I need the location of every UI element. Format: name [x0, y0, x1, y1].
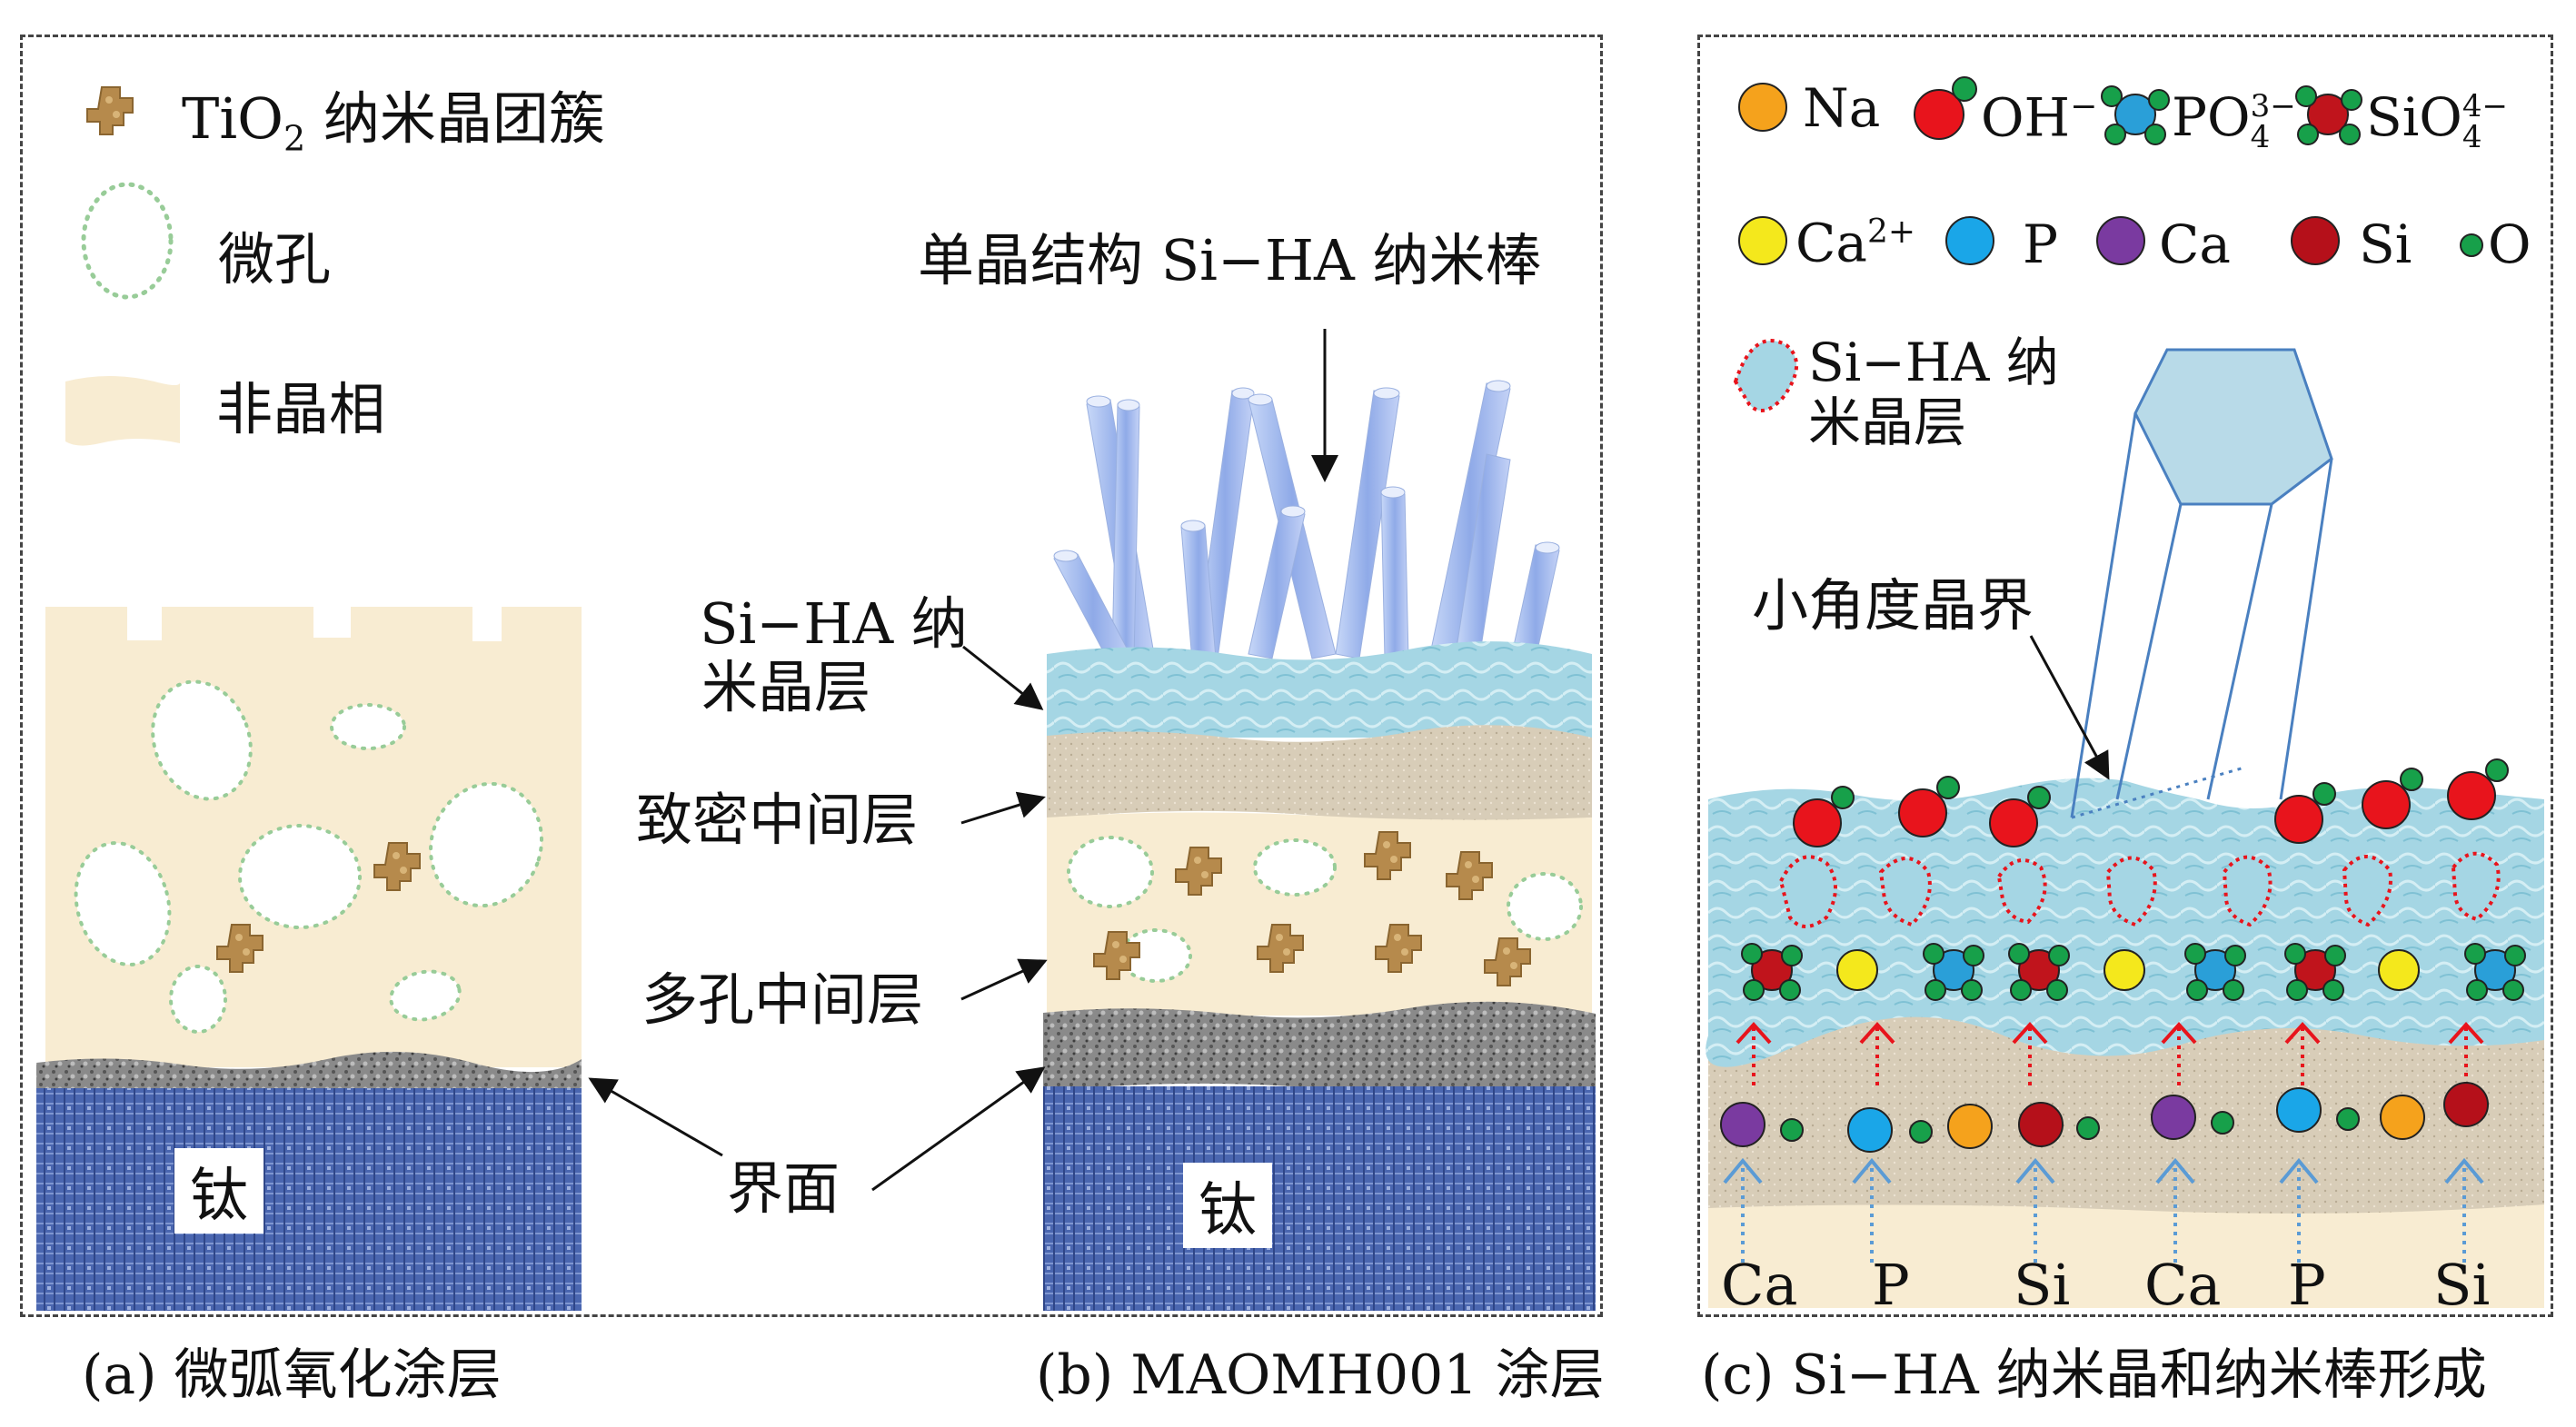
panel-b-dense-layer [1047, 725, 1592, 822]
panel-b-rod-caps [1053, 380, 1560, 562]
tio2-legend-text: 纳米晶团簇 [305, 85, 605, 152]
hexagon-crystal [2070, 348, 2333, 819]
bottom-label-ca-1: Ca [1721, 1252, 1798, 1318]
na-legend-icon [1738, 83, 1787, 132]
oh-superscript: − [2070, 88, 2098, 125]
bottom-label-ca-2: Ca [2144, 1252, 2222, 1318]
tio2-subscript: 2 [283, 118, 306, 159]
nanolayer-arrow [962, 645, 1044, 710]
panel-c-caption: (c) Si−HA 纳米晶和纳米棒形成 [1701, 1343, 2487, 1407]
dense-layer-label: 致密中间层 [636, 787, 919, 853]
oh-legend-label: OH− [1981, 91, 2097, 144]
panel-b-caption: (b) MAOMH001 涂层 [1036, 1343, 1605, 1407]
interface-arrow-left [588, 1077, 723, 1157]
interface-label: 界面 [727, 1155, 840, 1222]
o-legend-icon [2460, 233, 2483, 257]
po4-legend-icon [2101, 85, 2170, 145]
nanolayer-ion-row [1741, 943, 2526, 1001]
nanolayer-label-line2: 米晶层 [701, 654, 871, 720]
panel-a-pores [74, 679, 543, 1034]
pore-legend-icon [81, 182, 174, 300]
si-legend-label: Si [2359, 213, 2412, 275]
o-legend-label: O [2488, 213, 2531, 275]
tio2-formula: TiO [182, 85, 284, 152]
panel-a-caption: (a) 微弧氧化涂层 [82, 1343, 502, 1407]
nanolayer-legend-icon [1733, 339, 1799, 412]
p-legend-label: P [2023, 213, 2059, 275]
oh-legend-icon [1914, 76, 1977, 140]
panel-b-interface [1043, 1001, 1596, 1095]
panel-b-nanorods [1053, 382, 1560, 662]
bottom-label-si-1: Si [2014, 1252, 2071, 1318]
nanolayer-legend-label-line1: Si−HA 纳 [1808, 332, 2059, 393]
panel-b-pores [1067, 836, 1583, 983]
amorphous-legend-label: 非晶相 [216, 376, 386, 442]
si-legend-icon [2291, 216, 2340, 265]
panel-b-titanium [1043, 1086, 1596, 1311]
interface-arrow-right [871, 1066, 1046, 1192]
bottom-label-p-2: P [2288, 1252, 2326, 1318]
p-legend-icon [1945, 216, 1994, 265]
panel-a-b-frame [20, 35, 1603, 1317]
nanocrystal-drops [1778, 851, 2501, 928]
sio4-subscript: 4 [2462, 119, 2482, 155]
ca2-superscript: 2+ [1866, 213, 1916, 251]
sio4-legend-icon [2295, 85, 2362, 145]
na-legend-label: Na [1803, 77, 1881, 139]
ca2-legend-label: Ca2+ [1795, 213, 1916, 270]
ca-legend-icon [2096, 216, 2145, 265]
porous-arrow [960, 958, 1048, 1001]
panel-b-nanocrystal-layer [1047, 641, 1592, 738]
sio4-formula: SiO [2366, 86, 2462, 149]
oh-formula: OH [1981, 86, 2071, 149]
amorphous-legend-icon [65, 376, 181, 446]
bottom-label-si-2: Si [2433, 1252, 2491, 1318]
porous-layer-label: 多孔中间层 [642, 966, 924, 1033]
panel-c-frame [1697, 35, 2553, 1317]
panel-a-titanium-label: 钛 [174, 1148, 264, 1234]
tio2-legend-label: TiO2 纳米晶团簇 [182, 91, 605, 159]
po4-subscript: 4 [2250, 119, 2271, 155]
bottom-label-p-1: P [1872, 1252, 1910, 1318]
ca2-formula: Ca [1795, 212, 1867, 274]
tio2-cluster-legend-icon [86, 86, 134, 135]
nanolayer-legend-label-line2: 米晶层 [1808, 391, 1967, 453]
surface-oh-row [1793, 758, 2509, 847]
pore-legend-label: 微孔 [218, 226, 332, 292]
red-diffusion-arrows [1736, 1022, 2484, 1085]
blue-diffusion-arrows [1723, 1157, 2484, 1263]
ca2-legend-icon [1738, 216, 1787, 265]
panel-b-titanium-label: 钛 [1183, 1163, 1272, 1248]
grain-boundary-label: 小角度晶界 [1752, 572, 2034, 639]
dense-arrow [960, 791, 1046, 825]
po4-superscript: 3− [2250, 88, 2296, 124]
nanolayer-label-line1: Si−HA 纳 [700, 590, 968, 657]
dense-ion-row [1720, 1082, 2489, 1153]
po4-formula: PO [2172, 86, 2251, 149]
panel-c-amorphous-base [1708, 1204, 2544, 1308]
panel-a-interface [36, 1051, 582, 1092]
panel-a-titanium [36, 1088, 582, 1311]
nanorod-label: 单晶结构 Si−HA 纳米棒 [918, 227, 1542, 293]
grain-boundary-arrow [2029, 635, 2110, 780]
ca-legend-label: Ca [2159, 213, 2231, 275]
sio4-superscript: 4− [2462, 88, 2508, 124]
